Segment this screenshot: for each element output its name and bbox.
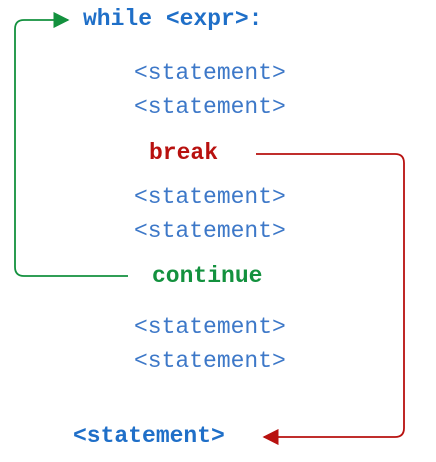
loop-statement-3: <statement> <box>134 184 286 210</box>
break-arrow <box>256 153 405 446</box>
loop-statement-1: <statement> <box>134 60 286 86</box>
loop-statement-2: <statement> <box>134 94 286 120</box>
continue-keyword: continue <box>152 263 263 289</box>
continue-arrow <box>14 11 128 277</box>
loop-statement-4: <statement> <box>134 218 286 244</box>
after-loop-statement: <statement> <box>73 423 225 449</box>
loop-statement-6: <statement> <box>134 348 286 374</box>
while-header: while <expr>: <box>83 6 263 32</box>
loop-statement-5: <statement> <box>134 314 286 340</box>
break-keyword: break <box>149 140 219 166</box>
